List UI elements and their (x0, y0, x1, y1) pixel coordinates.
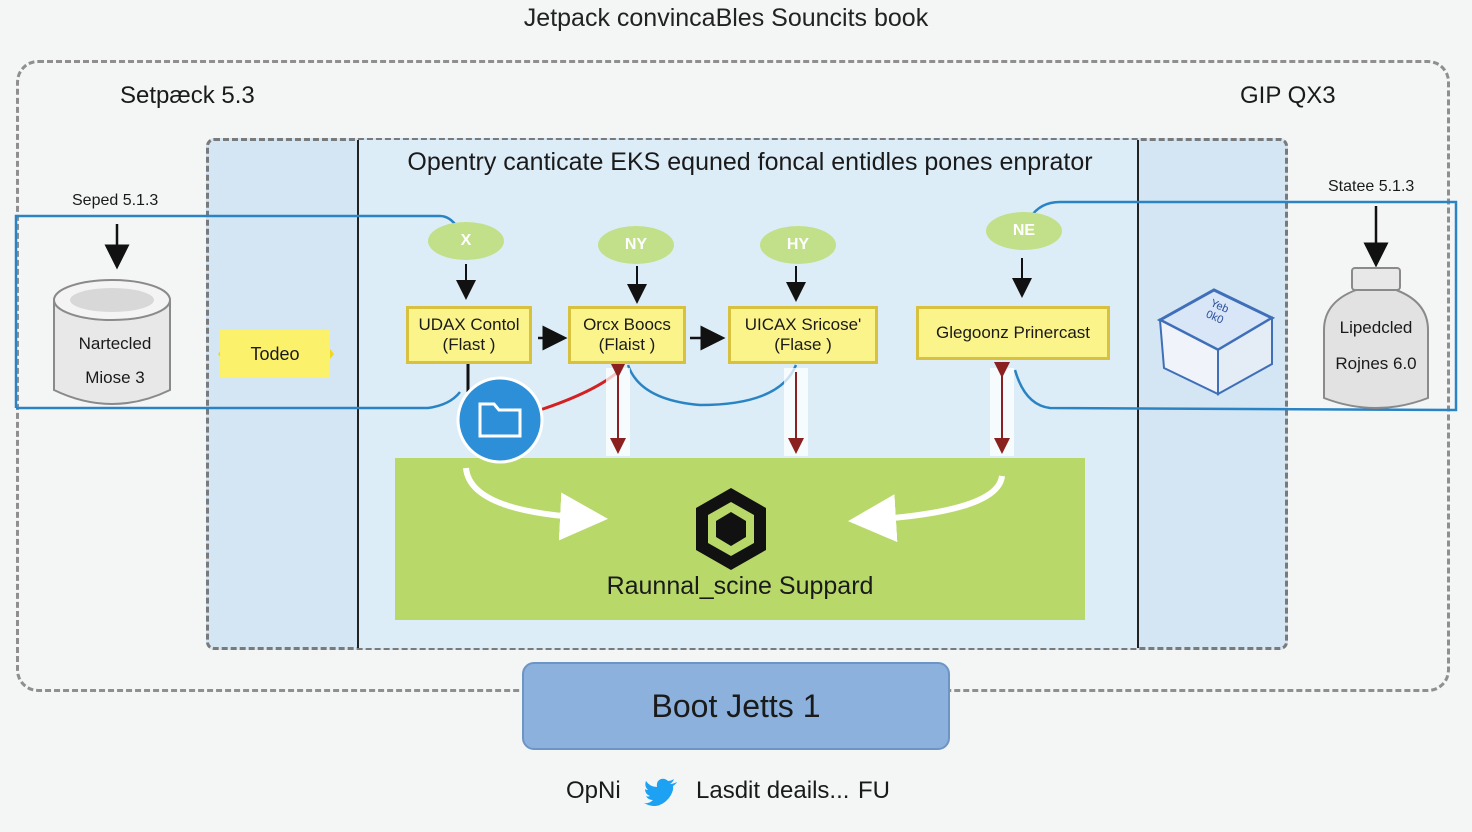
process-box-2-subtitle: (Flaist ) (598, 335, 656, 354)
white-arrow-left (463, 467, 608, 541)
oval-hy: HY (760, 226, 836, 264)
right-top-label: Statee 5.1.3 (1328, 178, 1415, 195)
process-box-2-title: Orcx Boocs (583, 315, 671, 334)
left-top-label: Seped 5.1.3 (72, 192, 159, 209)
panel-subtitle: Opentry canticate EKS equned foncal enti… (407, 148, 1093, 176)
cube-logo-icon (696, 488, 766, 570)
left-heading: Setpæck 5.3 (120, 82, 255, 109)
footer-details-link[interactable]: Lasdit deails... (696, 777, 850, 804)
storage-device-icon (53, 279, 171, 405)
white-arrow-right (848, 475, 1005, 543)
process-box-1: UDAX Contol (Flast ) (406, 306, 532, 364)
process-box-1-title: UDAX Contol (418, 315, 520, 334)
jar-icon (1323, 267, 1429, 409)
process-box-4-title: Glegoonz Prinercast (935, 323, 1091, 342)
middle-blue-curve (626, 364, 798, 407)
jar-label-line2: Rojnes 6.0 (1335, 354, 1417, 373)
footer-right-text: FU (858, 777, 890, 804)
oval-x: X (428, 222, 504, 260)
support-band-label: Raunnal_scine Suppard (606, 572, 874, 600)
left-blue-connector-bottom (16, 391, 461, 410)
boot-button[interactable]: Boot Jetts 1 (522, 662, 950, 750)
footer-left-text: OpNi (566, 777, 621, 804)
box-3d-icon (1156, 288, 1276, 396)
todo-badge: Todeo (220, 330, 330, 378)
diagram-title: Jetpack convincaBles Souncits book (523, 4, 929, 32)
process-box-4: Glegoonz Prinercast (916, 306, 1110, 360)
process-box-3-title: UICAX Sricose' (744, 315, 862, 334)
device-label-line2: Miose 3 (85, 368, 145, 387)
folder-icon (456, 376, 544, 464)
device-label-line1: Nartecled (78, 334, 152, 353)
right-blue-connector (1013, 200, 1458, 412)
jar-label-line1: Lipedcled (1339, 318, 1413, 337)
oval-ne: NE (986, 212, 1062, 250)
oval-ny: NY (598, 226, 674, 264)
twitter-bird-icon[interactable] (644, 778, 678, 806)
right-heading: GIP QX3 (1240, 82, 1336, 109)
process-box-2: Orcx Boocs (Flaist ) (568, 306, 686, 364)
process-box-1-subtitle: (Flast ) (442, 335, 496, 354)
process-box-3: UICAX Sricose' (Flase ) (728, 306, 878, 364)
process-box-3-subtitle: (Flase ) (774, 335, 832, 354)
